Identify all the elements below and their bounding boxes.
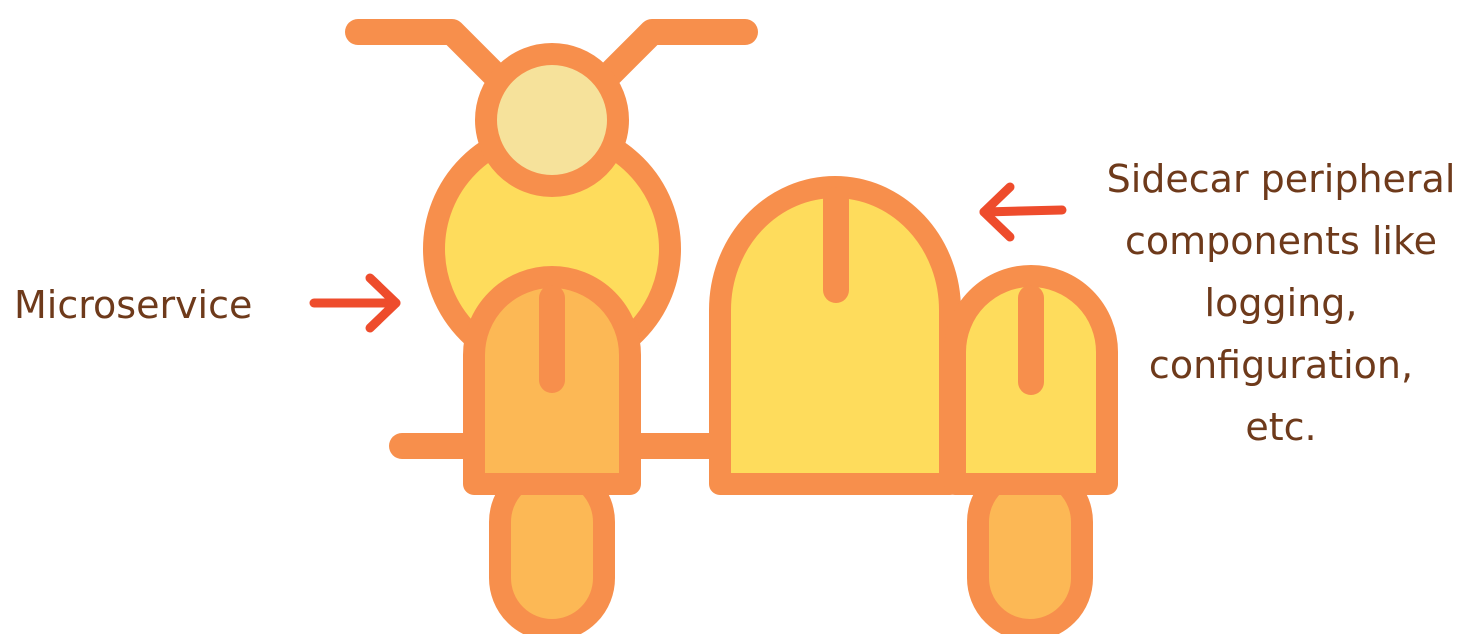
sidecar-label-line-4: configuration, [1080, 334, 1482, 396]
headlight [486, 54, 618, 186]
sidecar-label-line-5: etc. [1080, 396, 1482, 458]
sidecar-label: Sidecar peripheral components like loggi… [1080, 148, 1482, 458]
sidecar-label-line-2: components like [1080, 210, 1482, 272]
arrow-right-icon [314, 278, 396, 328]
sidecar-label-line-3: logging, [1080, 272, 1482, 334]
arrow-left-icon [984, 187, 1062, 237]
sidecar-label-line-1: Sidecar peripheral [1080, 148, 1482, 210]
microservice-label: Microservice [14, 274, 252, 336]
